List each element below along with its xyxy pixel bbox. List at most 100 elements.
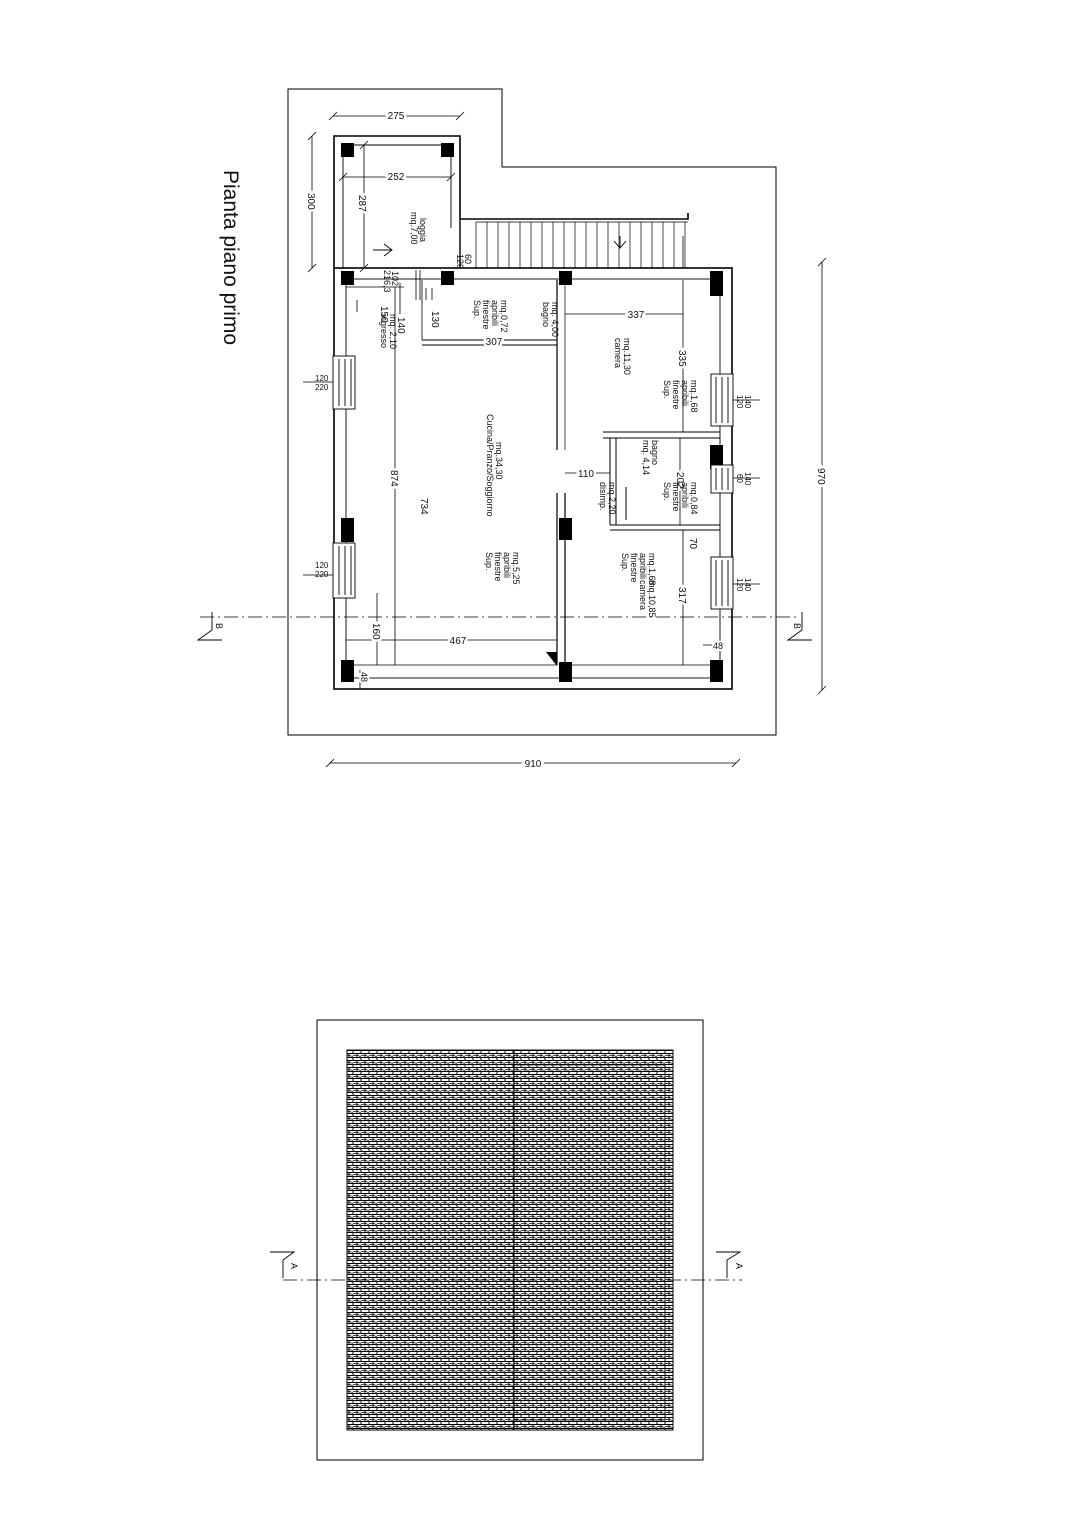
room-disimp-name: disimp. [598,482,608,511]
room-ingresso-area: mq. 2,10 [388,314,398,349]
lot-outline [287,88,777,736]
camera2-sup-line2: finestre [629,553,639,583]
bagno1-sup-line2: finestre [481,300,491,330]
dim-bagno2-depth: 202 [674,472,685,489]
dim-left-874: 874 [388,470,399,487]
window-sills [303,381,760,585]
dim-total-width: 910 [525,759,542,770]
room-cucina: Cucina/Pranzo/Soggiorno mq.34,30 [485,414,504,517]
room-camera2-sup: Sup. finestre apribili mq.1,68 [620,553,657,586]
bagno2-sup-line2: finestre [671,482,681,512]
bagno2-sup-line3: apribili [680,482,690,508]
room-ingresso-name: ingresso [379,314,389,348]
cucina-sup-line3: apribili [502,552,512,578]
roof-tiles [346,1049,674,1431]
camera1-sup-area: mq.1,68 [689,380,699,413]
dim-win-left-top-220: 220 [315,383,329,392]
dim-win-left-bot-220: 220 [315,570,329,579]
dimension-lines [307,111,827,768]
roof-plan-frame [316,1019,704,1461]
dim-camera1-depth: 335 [676,350,687,367]
bagno2-sup-line1: Sup. [662,482,672,501]
roof-gutter-inner [514,1064,666,1421]
section-marker-b-left: B [196,612,224,641]
dim-camera1-width: 337 [628,310,645,321]
dim-ingresso-216: 216,3 [382,270,392,293]
dim-win-right-3-120: 120 [735,578,744,592]
dim-total-height: 970 [815,468,826,485]
dim-win-right-2-60: 60 [735,474,744,483]
dim-wall-48-right: 48 [713,641,723,651]
room-camera1-sup: Sup. finestre apribili mq.1,68 [662,380,699,413]
dim-loggia-depth: 300 [305,193,316,210]
room-camera2-name: camera [638,580,648,610]
room-cucina-name: Cucina/Pranzo/Soggiorno [485,414,495,517]
dim-loggia-width: 275 [388,111,405,122]
section-label-b-right: B [792,623,802,629]
room-loggia: loggia mq.7,00 [409,212,428,245]
building-walls [333,135,733,690]
dim-left-734: 734 [418,498,429,515]
bagno2-sup-area: mq.0,84 [689,482,699,515]
room-camera1-name: camera [613,338,623,368]
dim-bottom-160: 160 [370,623,381,640]
room-disimp: disimp. mq.2,20 [598,482,617,515]
dim-disimp-width: 110 [578,469,594,480]
room-ingresso: ingresso mq. 2,10 [379,314,398,349]
windows [332,355,734,610]
room-bagno2: bagno mq. 4,14 [641,440,660,475]
room-camera2-area: mq.10,85 [647,580,657,618]
entry-arrows [373,236,627,257]
bagno1-sup-line1: Sup. [472,300,482,319]
dim-win-left-bot-120: 120 [315,561,329,570]
room-disimp-area: mq.2,20 [607,482,617,515]
room-cucina-sup: Sup. finestre apribili mq.5,25 [484,552,521,585]
dim-ingresso-150: 150 [378,306,389,323]
room-bagno1-sup: Sup. finestre apribili mq.0,72 [472,300,509,333]
cucina-sup-line2: finestre [493,552,503,582]
structural-columns [341,143,723,682]
bagno1-sup-area: mq.0,72 [499,300,509,333]
section-label-a-left: A [289,1263,299,1269]
page-title: Pianta piano primo [219,170,242,345]
dim-win-right-1-140: 140 [743,395,752,409]
column-corner-mark [546,652,557,666]
dim-ingresso-140: 140 [395,317,406,334]
room-camera2: camera mq.10,85 [638,580,657,618]
dim-bagno1-130: 130 [429,311,440,328]
room-labels: loggia mq.7,00 ingresso mq. 2,10 Sup. fi… [379,212,699,618]
dim-win-right-3-140: 140 [743,578,752,592]
room-bagno1-area: mq. 4,00 [550,302,560,337]
dim-win-right-1-120: 120 [735,395,744,409]
room-camera1-area: mq.11,30 [622,338,632,375]
dimension-labels: 275 252 300 287 60 120 102 216,3 150 140… [303,109,830,774]
room-loggia-name: loggia [418,218,428,242]
dim-step-120: 120 [455,254,465,269]
room-bagno2-area: mq. 4,14 [641,440,651,475]
room-cucina-area: mq.34,30 [494,442,504,480]
cucina-sup-area: mq.5,25 [511,552,521,585]
camera1-sup-line1: Sup. [662,380,672,399]
camera1-sup-line2: finestre [671,380,681,410]
section-marker-a-left: A [270,1251,299,1278]
cucina-sup-line1: Sup. [484,552,494,571]
camera2-sup-line1: Sup. [620,553,630,572]
dim-loggia-inner-width: 252 [388,172,405,183]
bagno1-sup-line3: apribili [490,300,500,326]
room-bagno1: bagno mq. 4,00 [541,302,560,337]
dim-bagno1-width: 307 [486,337,503,348]
dim-loggia-inner-depth: 287 [356,195,367,212]
room-camera1: camera mq.11,30 [613,338,632,375]
section-marker-a-right: A [716,1251,744,1278]
section-marker-b-right: B [786,612,812,641]
dim-win-left-top-120: 120 [315,374,329,383]
section-label-b-left: B [214,623,224,629]
dim-step-60: 60 [463,254,473,264]
section-label-a-right: A [734,1263,744,1269]
room-bagno2-sup: Sup. finestre apribili mq.0,84 [662,482,699,515]
dim-wall-48-left: 48 [359,672,369,682]
room-loggia-area: mq.7,00 [409,212,419,245]
dim-gap-70: 70 [687,538,698,550]
camera2-sup-area: mq.1,68 [647,553,657,586]
